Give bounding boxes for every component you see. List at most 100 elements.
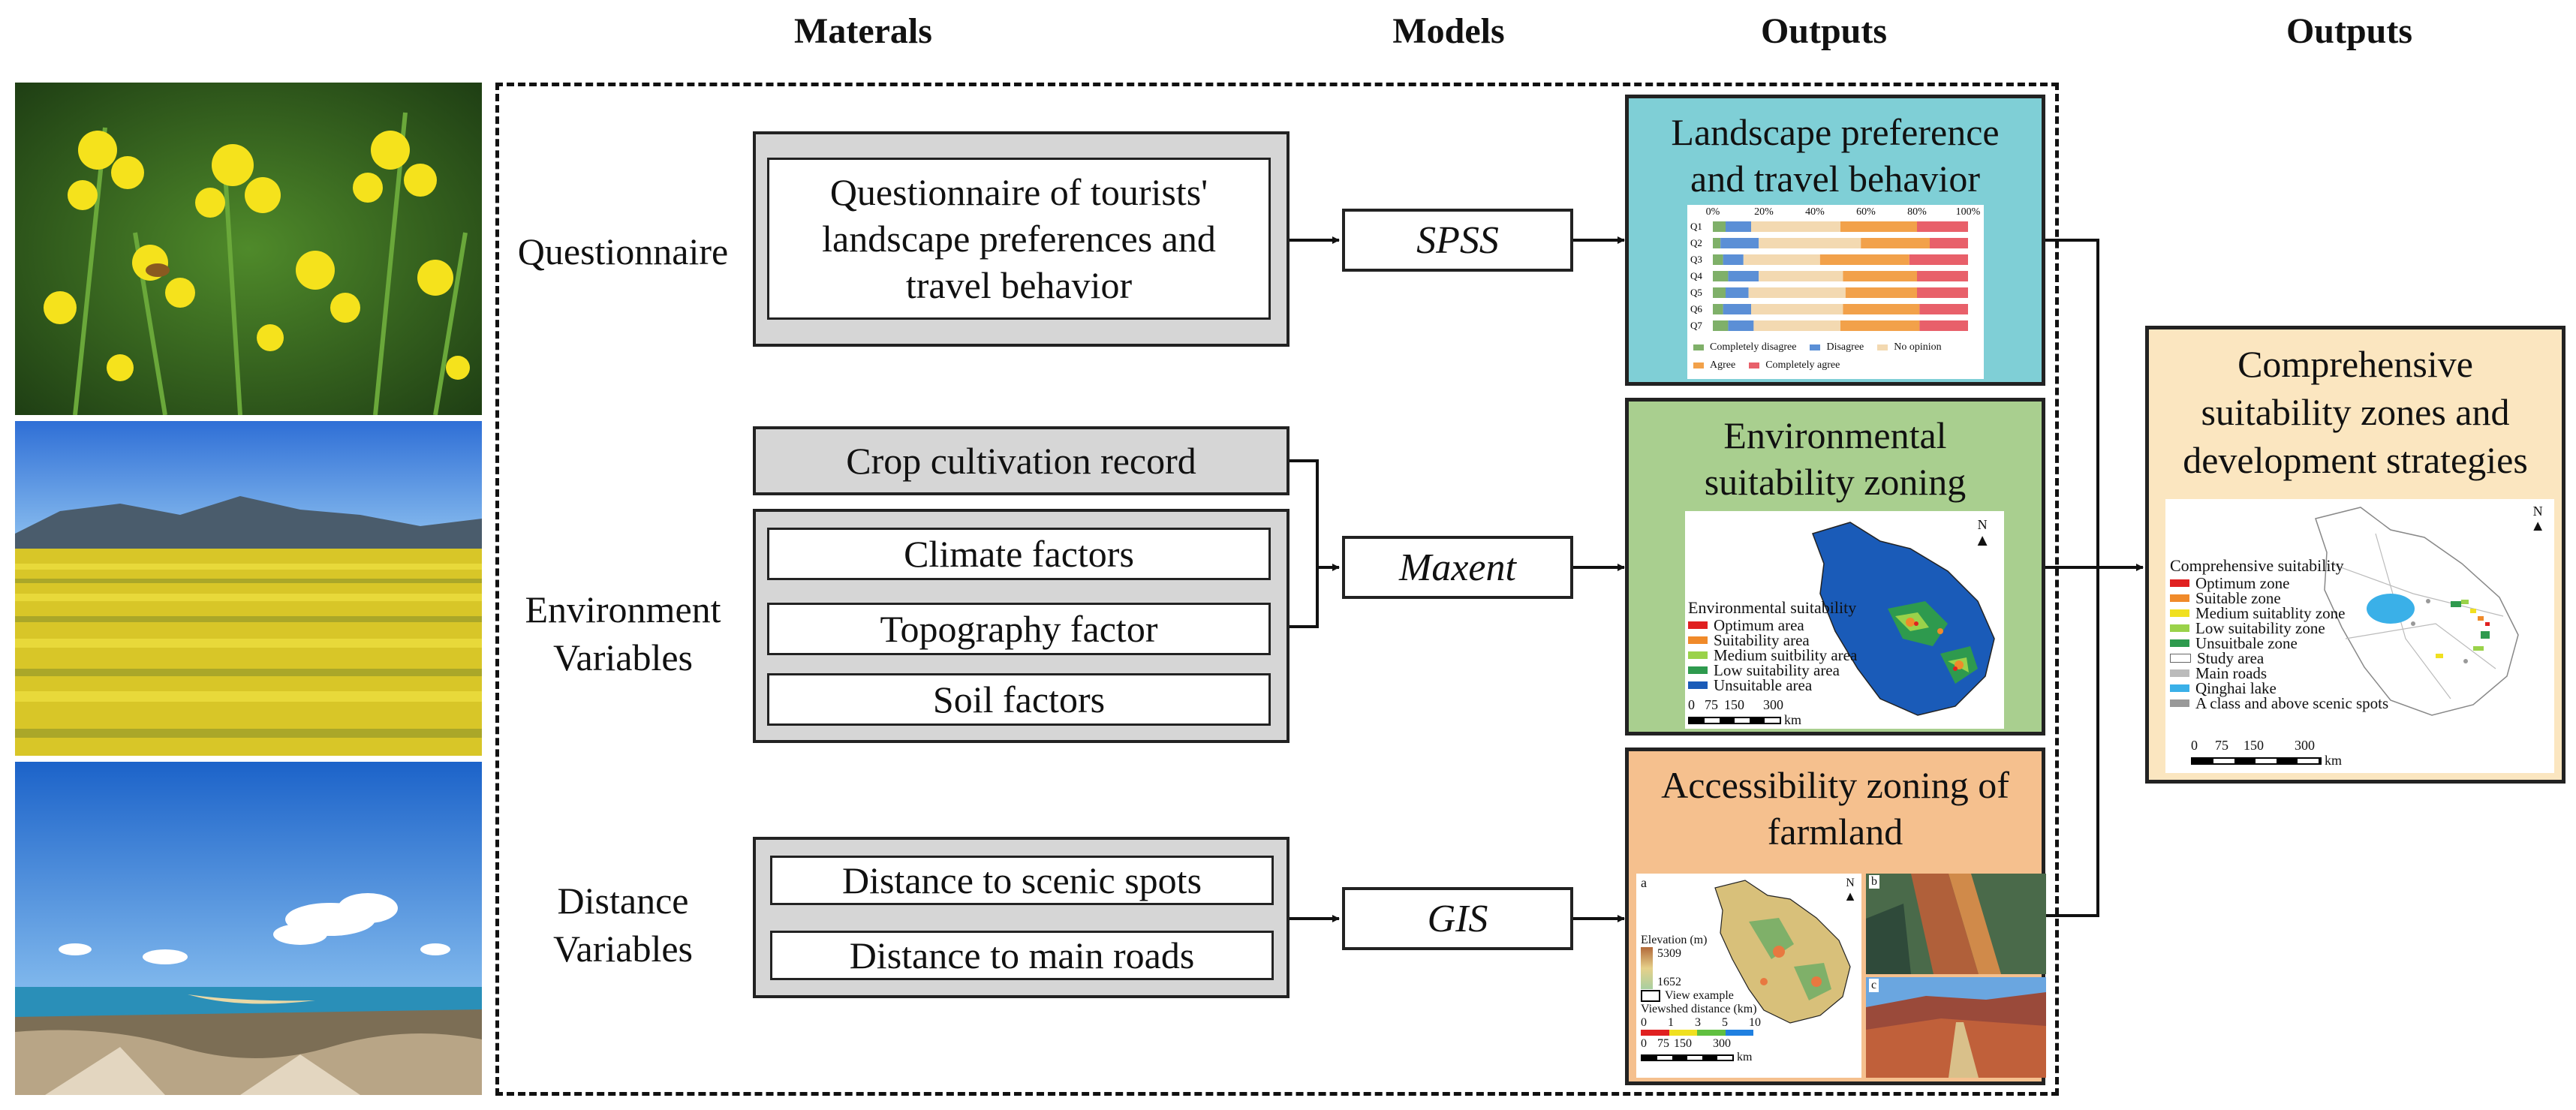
bar-segment bbox=[1909, 254, 1968, 265]
accessibility-output: Accessibility zoning of farmland a N ▲ E… bbox=[1625, 748, 2046, 1085]
bar-segment bbox=[1713, 287, 1726, 298]
legend-item: Unsuitbale zone bbox=[2170, 636, 2388, 651]
access-title-line2: farmland bbox=[1767, 811, 1903, 853]
bar-row-label: Q1 bbox=[1690, 221, 1702, 232]
comp-north-label: N bbox=[2532, 504, 2543, 519]
bar-legend-label: Completely agree bbox=[1765, 359, 1840, 371]
bar-segment bbox=[1713, 221, 1726, 232]
header-outputs-1: Outputs bbox=[1760, 11, 1888, 51]
legend-label: Low suitability area bbox=[1714, 661, 1840, 679]
bar-segment bbox=[1713, 254, 1723, 265]
scale-number: 75 bbox=[1657, 1037, 1669, 1050]
rapeseed-flower-photo bbox=[15, 83, 482, 415]
bar-segment bbox=[1726, 287, 1749, 298]
landscape-title-line1: Landscape preference bbox=[1671, 111, 2000, 153]
env-scale-unit: km bbox=[1784, 712, 1802, 727]
bar-legend-item: Completely agree bbox=[1749, 358, 1840, 373]
access-photo-b: b bbox=[1866, 874, 2046, 974]
access-scale-bar bbox=[1641, 1054, 1734, 1061]
bar-legend-swatch bbox=[1749, 362, 1760, 368]
bar-row-label: Q3 bbox=[1690, 254, 1702, 265]
bar-segment bbox=[1819, 254, 1909, 265]
access-title-line1: Accessibility zoning of bbox=[1661, 764, 2009, 806]
legend-item: Unsuitable area bbox=[1688, 678, 1857, 693]
topography-factor-box: Topography factor bbox=[767, 603, 1271, 655]
bar-segment bbox=[1751, 304, 1843, 314]
legend-item: A class and above scenic spots bbox=[2170, 696, 2388, 711]
legend-label: Unsuitable area bbox=[1714, 676, 1813, 694]
bar-legend-swatch bbox=[1693, 344, 1704, 350]
legend-label: Optimum area bbox=[1714, 616, 1804, 634]
process-frame bbox=[495, 83, 2059, 1096]
bar-tick-label: 100% bbox=[1955, 206, 1981, 218]
legend-swatch bbox=[1688, 636, 1708, 644]
topography-factor-label: Topography factor bbox=[880, 608, 1158, 650]
bar-segment bbox=[1759, 238, 1861, 248]
env-north-glyph: ▲ bbox=[1974, 531, 1991, 549]
dist-roads-box: Distance to main roads bbox=[770, 931, 1274, 980]
bar-legend-swatch bbox=[1877, 344, 1888, 350]
legend-label: Optimum zone bbox=[2195, 574, 2290, 592]
bar-row-label: Q5 bbox=[1690, 287, 1702, 298]
legend-label: Medium suitablity zone bbox=[2195, 604, 2346, 622]
bar-segment bbox=[1919, 320, 1968, 331]
bar-segment bbox=[1759, 271, 1843, 281]
legend-item: Suitable zone bbox=[2170, 591, 2388, 606]
comp-legend-title: Comprehensive suitability bbox=[2170, 556, 2344, 575]
category-questionnaire: Questionnaire bbox=[499, 227, 747, 275]
dist-scenic-box: Distance to scenic spots bbox=[770, 856, 1274, 905]
legend-item: Medium suitbility area bbox=[1688, 648, 1857, 663]
bar-segment bbox=[1713, 304, 1723, 314]
bar-segment bbox=[1748, 287, 1846, 298]
comp-title-line2: suitability zones and bbox=[2201, 391, 2510, 433]
elevation-title: Elevation (m) bbox=[1641, 934, 1708, 946]
bar-legend-swatch bbox=[1693, 362, 1704, 368]
panel-a-label: a bbox=[1641, 875, 1647, 890]
legend-item: Medium suitablity zone bbox=[2170, 606, 2388, 621]
category-questionnaire-label: Questionnaire bbox=[517, 230, 729, 272]
access-north: N ▲ bbox=[1843, 877, 1857, 903]
legend-swatch bbox=[1688, 681, 1708, 689]
category-distance: Distance Variables bbox=[499, 877, 747, 973]
header-materials: Materals bbox=[794, 11, 932, 51]
bar-segment bbox=[1917, 221, 1968, 232]
bar-row-label: Q4 bbox=[1690, 270, 1702, 281]
legend-label: Medium suitbility area bbox=[1714, 646, 1858, 664]
landscape-preference-output: Landscape preference and travel behavior… bbox=[1625, 95, 2045, 386]
legend-label: Study area bbox=[2197, 649, 2265, 667]
legend-item: Optimum area bbox=[1688, 618, 1857, 633]
scale-number: 300 bbox=[2295, 738, 2315, 753]
model-spss-label: SPSS bbox=[1416, 218, 1499, 262]
env-legend-title: Environmental suitability bbox=[1688, 598, 1857, 617]
panel-c-image bbox=[1866, 977, 2046, 1078]
legend-item: Qinghai lake bbox=[2170, 681, 2388, 696]
bar-segment bbox=[1751, 221, 1840, 232]
viewshed-segment bbox=[1697, 1030, 1726, 1036]
bar-segment bbox=[1919, 304, 1968, 314]
bar-segment bbox=[1843, 304, 1920, 314]
questionnaire-line1: Questionnaire of tourists' bbox=[829, 171, 1208, 213]
bar-row-label: Q6 bbox=[1690, 303, 1702, 314]
bar-segment bbox=[1720, 238, 1759, 248]
bar-segment bbox=[1713, 271, 1729, 281]
comp-north-glyph: ▲ bbox=[2530, 518, 2545, 534]
climate-factors-box: Climate factors bbox=[767, 528, 1271, 580]
legend-swatch bbox=[2170, 684, 2189, 692]
scale-number: 150 bbox=[1674, 1037, 1692, 1050]
legend-swatch bbox=[1688, 621, 1708, 629]
scale-number: 75 bbox=[2215, 738, 2228, 753]
comprehensive-output: Comprehensive suitability zones and deve… bbox=[2145, 326, 2565, 784]
legend-label: Qinghai lake bbox=[2195, 679, 2277, 697]
viewshed-bar bbox=[1641, 1030, 1753, 1036]
legend-item: Low suitability zone bbox=[2170, 621, 2388, 636]
viewshed-tick: 0 bbox=[1641, 1016, 1647, 1029]
